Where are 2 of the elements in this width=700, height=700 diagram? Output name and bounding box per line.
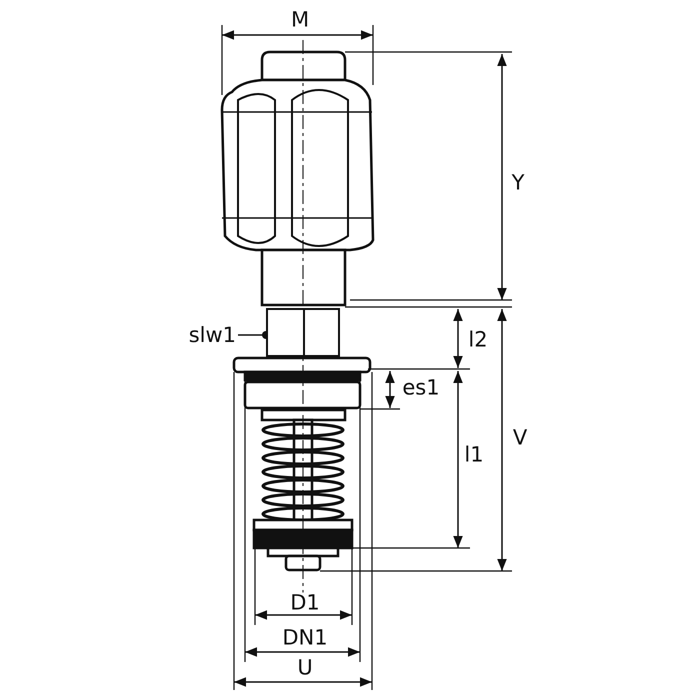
hex-part xyxy=(266,308,340,357)
part-label: slw1 xyxy=(188,324,236,346)
